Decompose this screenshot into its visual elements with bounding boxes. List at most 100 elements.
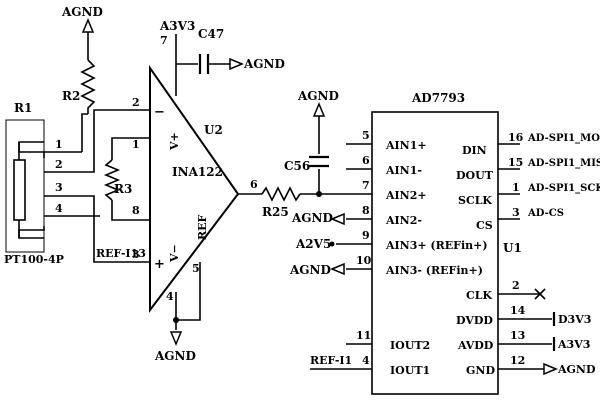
agnd-top-label: AGND (61, 5, 103, 19)
agnd-bottom-arrow (169, 331, 183, 346)
ina122-pin-4: 4 (166, 290, 174, 303)
ad7793-pin-3-net: AD-CS (527, 208, 564, 219)
u2-part-name: INA122 (172, 165, 223, 179)
ad7793-pin-13-name: AVDD (457, 339, 494, 352)
ad7793-pin-2-name: CLK (466, 289, 492, 302)
r25-resistor (261, 186, 301, 202)
ad7793-pin-4-name: IOUT1 (390, 364, 430, 377)
sensor-resistor-body (13, 159, 26, 221)
c47-decoupling: A3V3 C47 AGND (159, 19, 285, 96)
agnd-gnd-arrow (543, 362, 558, 376)
sensor-outline (5, 119, 45, 253)
r1-designator: R1 (14, 101, 32, 115)
ad7793-body (371, 111, 499, 395)
r2-designator: R2 (62, 89, 80, 103)
ina122-amplifier: − + V+ V− REF U2 INA122 2 1 8 3 7 4 5 6 (132, 34, 258, 313)
ad7793-pin-10-name: AIN3- (REFin+) (385, 264, 483, 277)
ref-i13-label: REF-I13 (96, 247, 146, 260)
ad7793-pin-7-name: AIN2+ (385, 189, 427, 202)
ina122-pin-6: 6 (250, 178, 258, 191)
r3-resistor (103, 159, 121, 201)
ad7793-pin-15-num: 15 (508, 156, 523, 169)
ad7793-pin-14-name: DVDD (456, 314, 493, 327)
ad7793-pin-1-net: AD-SPI1_SCK (527, 183, 600, 194)
ad7793-pin-16-name: DIN (462, 144, 487, 157)
r1-pin-4: 4 (55, 202, 63, 215)
agnd-bottom-label: AGND (154, 349, 196, 363)
u2-designator: U2 (204, 123, 223, 137)
agnd-ain3-arrow (330, 262, 345, 276)
r1-pin-wires: 1 2 3 4 (44, 138, 82, 217)
ad7793-left-pins: A2V5 AGND REF-I1 (289, 143, 372, 370)
ad7793-adc: AD7793 U1 (371, 91, 522, 395)
ad7793-pin-1-num: 1 (512, 181, 520, 194)
ina122-pin-8: 8 (132, 204, 140, 217)
ina122-pin-1: 1 (132, 138, 140, 151)
ina122-pin-5: 5 (192, 262, 200, 275)
r3-designator: R3 (114, 182, 132, 196)
agnd-top-arrow (81, 18, 95, 33)
ina122-bottom-nets: AGND (154, 262, 201, 363)
ad7793-pin-9-name: AIN3+ (REFin+) (385, 239, 488, 252)
ad7793-pin-2-num: 2 (512, 279, 520, 292)
r1-value-label: PT100-4P (4, 253, 64, 266)
ad7793-pin-8-name: AIN2- (385, 214, 422, 227)
c56-designator: C56 (284, 159, 310, 173)
ad7793-pin-10-num: 10 (356, 254, 372, 267)
ina122-vplus: V+ (168, 132, 181, 151)
ina122-in-plus: + (154, 257, 165, 272)
ad7793-pin-12-num: 12 (510, 354, 525, 367)
ad7793-pin-3-num: 3 (512, 206, 520, 219)
r1-pin-2: 2 (55, 158, 63, 171)
a3v3-avdd-label: A3V3 (557, 338, 590, 351)
c47-designator: C47 (198, 27, 224, 41)
ad7793-pin-9-num: 9 (362, 229, 370, 242)
ad7793-pin-7-num: 7 (362, 179, 370, 192)
r2-network: R2 AGND (61, 5, 150, 173)
r3-network: R3 (103, 137, 150, 221)
output-filter: R25 AGND C56 AGND (238, 89, 372, 225)
ain2-minus-gnd-arrow (330, 212, 345, 226)
ina122-in-minus: − (154, 105, 165, 120)
agnd-c56-arrow (312, 102, 326, 117)
ad7793-pin-5-num: 5 (362, 129, 370, 142)
pt100-sensor: R1 PT100-4P (4, 101, 64, 266)
ad7793-pin-16-net: AD-SPI1_MOSI (527, 133, 600, 144)
ina122-pin-2: 2 (132, 96, 140, 109)
ad7793-pin-5-name: AIN1+ (385, 139, 427, 152)
r1-pin-3: 3 (55, 181, 63, 194)
ina122-ref: REF (196, 214, 209, 240)
ad7793-right-pins: D3V3 A3V3 AGND (498, 143, 596, 376)
ref-i1-label: REF-I1 (310, 354, 352, 367)
a3v3-label: A3V3 (159, 19, 195, 33)
ad7793-pin-13-num: 13 (510, 329, 525, 342)
ad7793-pin-11-name: IOUT2 (390, 339, 430, 352)
agnd-r25-label: AGND (291, 211, 333, 225)
ad7793-pin-8-num: 8 (362, 204, 370, 217)
ina122-triangle (149, 64, 240, 313)
ad7793-pin-4-num: 4 (362, 354, 370, 367)
ad7793-pin-14-num: 14 (510, 304, 526, 317)
input-plus-net: REF-I13 (82, 195, 150, 263)
ina122-pin-7: 7 (160, 34, 168, 47)
ad7793-left-labels: 5 AIN1+ 6 AIN1- 7 AIN2+ 8 AIN2- 9 AIN3+ … (356, 129, 488, 377)
u1-part-name: AD7793 (411, 91, 465, 105)
r1-pin-1: 1 (55, 138, 63, 151)
ad7793-pin-15-name: DOUT (456, 169, 494, 182)
ad7793-pin-11-num: 11 (356, 329, 371, 342)
agnd-c56-label: AGND (297, 89, 339, 103)
agnd-gnd-label: AGND (557, 363, 596, 376)
ad7793-pin-15-net: AD-SPI1_MISO (527, 158, 600, 169)
ad7793-pin-12-name: GND (466, 364, 495, 377)
ad7793-pin-6-name: AIN1- (385, 164, 422, 177)
ad7793-pin-1-name: SCLK (458, 194, 492, 207)
agnd-c47-arrow (229, 57, 244, 71)
ad7793-pin-16-num: 16 (508, 131, 524, 144)
u1-designator: U1 (503, 241, 522, 255)
d3v3-label: D3V3 (558, 313, 591, 326)
r25-designator: R25 (262, 205, 289, 219)
agnd-ain3-label: AGND (289, 263, 331, 277)
ina122-vminus: V− (168, 244, 181, 263)
ad7793-right-labels: DIN 16 AD-SPI1_MOSI DOUT 15 AD-SPI1_MISO… (456, 131, 600, 377)
